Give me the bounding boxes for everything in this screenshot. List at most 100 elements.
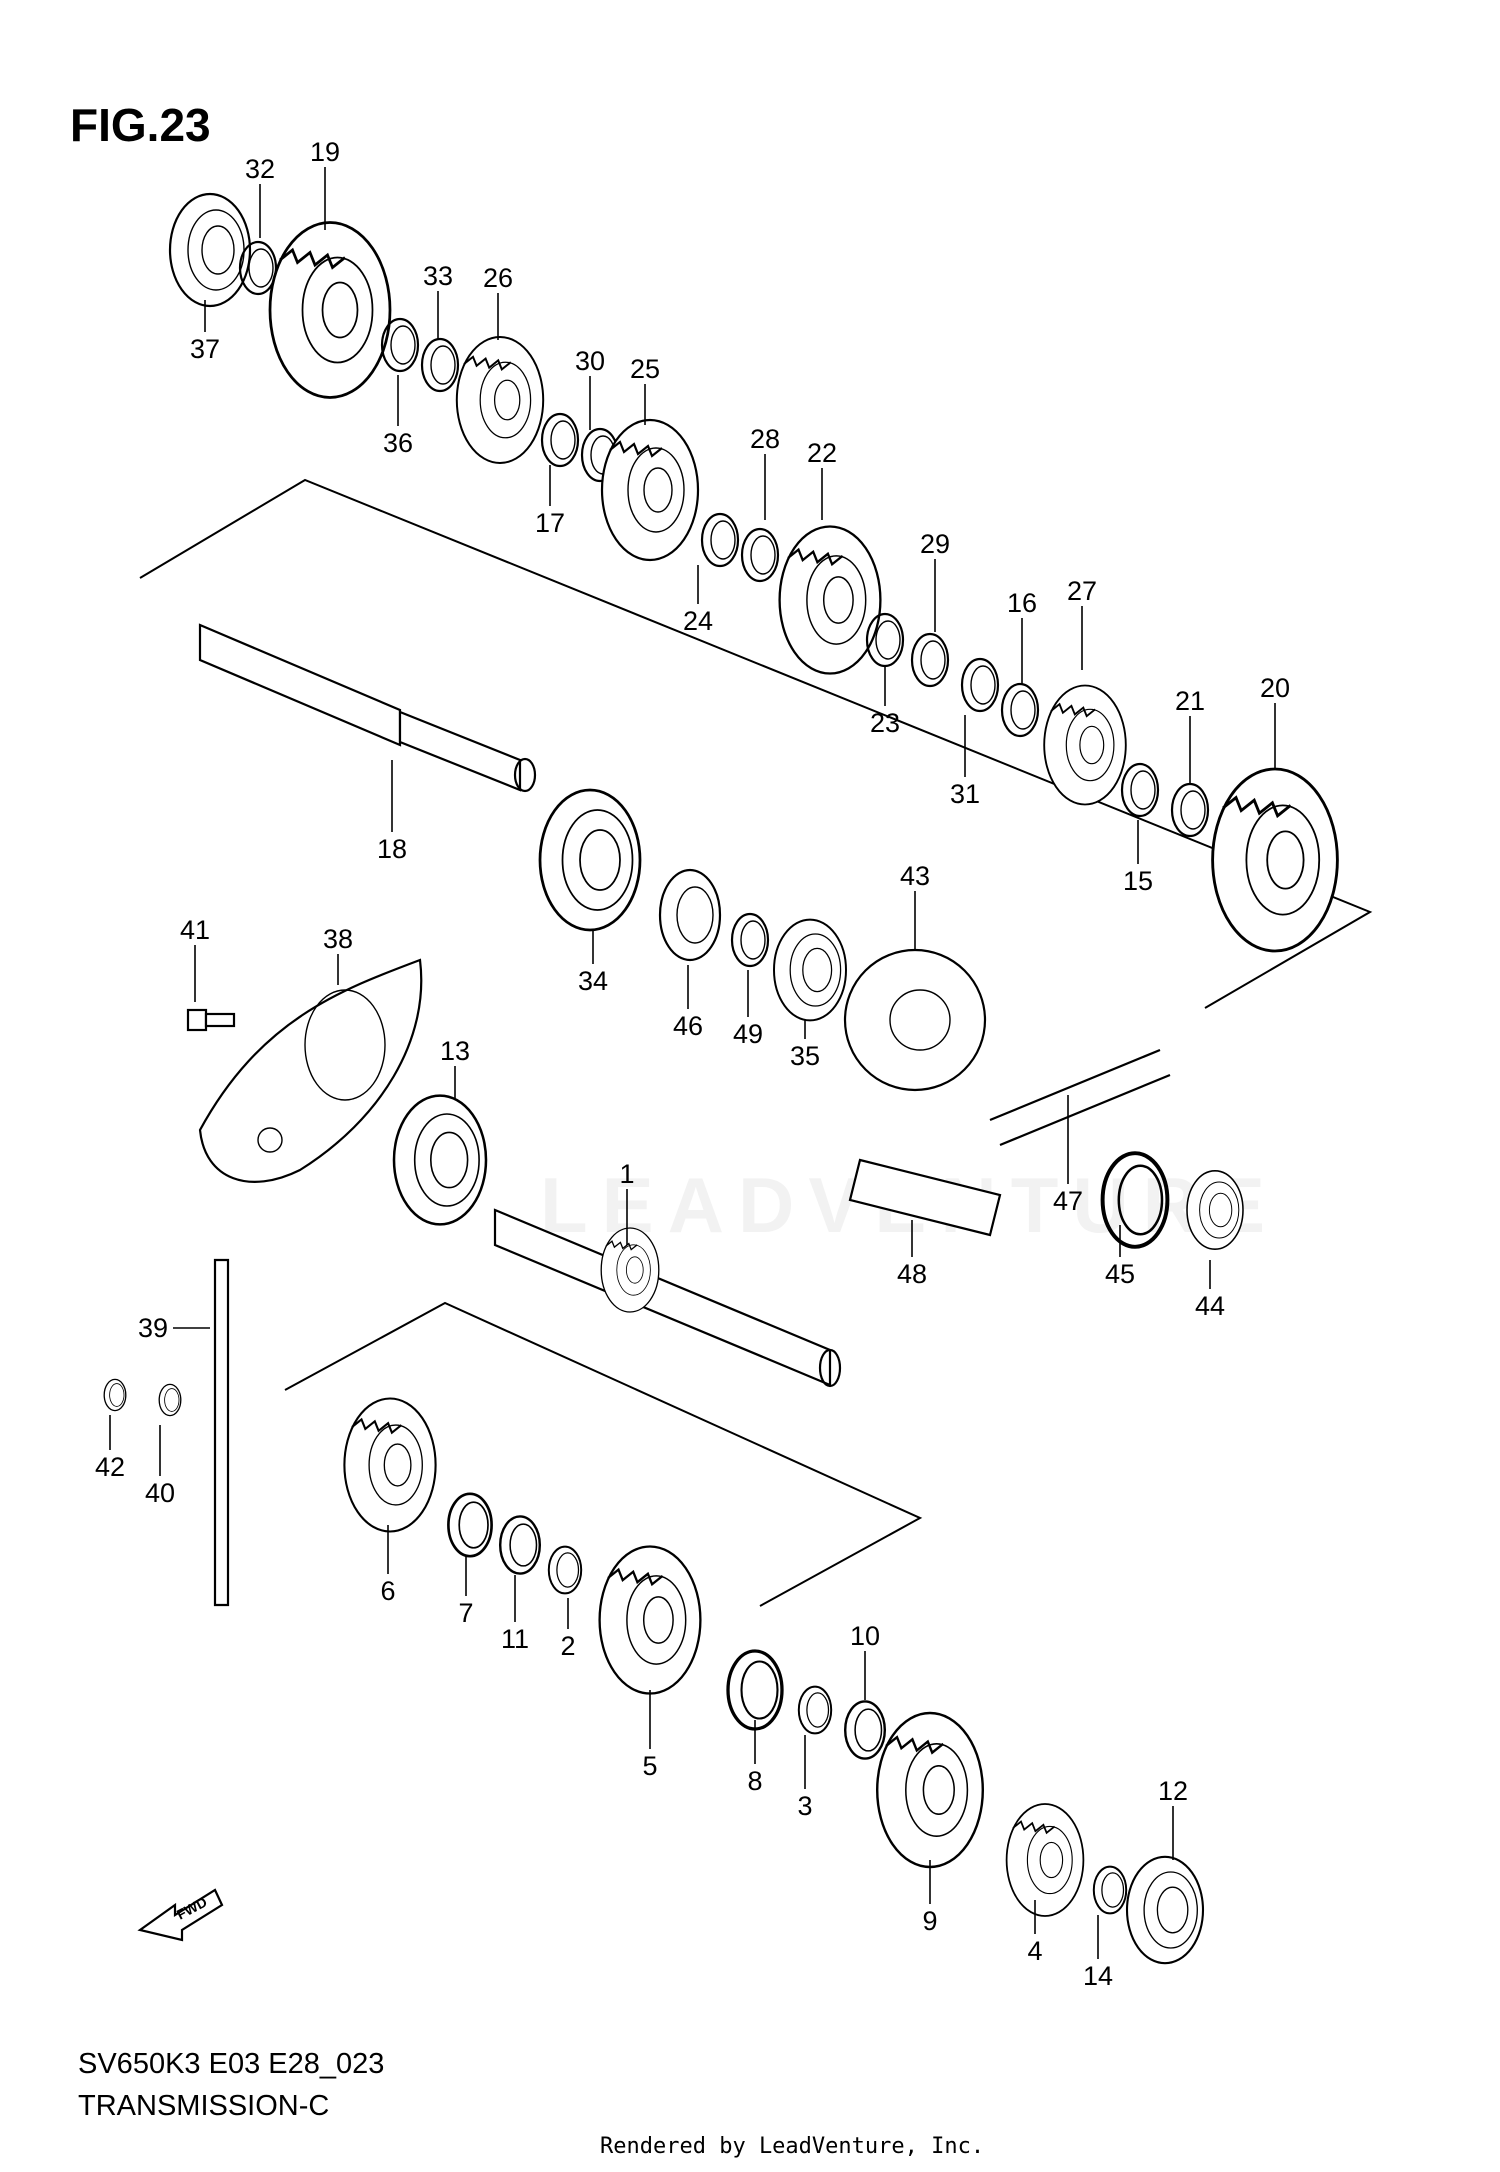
callout-11: 11 bbox=[501, 1575, 529, 1654]
callout-24: 24 bbox=[683, 565, 713, 636]
callout-9: 9 bbox=[922, 1860, 938, 1936]
callout-number-3: 3 bbox=[797, 1791, 812, 1821]
circlip-14 bbox=[1092, 1865, 1128, 1915]
callout-47: 47 bbox=[1053, 1095, 1083, 1216]
callout-19: 19 bbox=[310, 137, 340, 230]
callout-38: 38 bbox=[323, 924, 353, 985]
callout-27: 27 bbox=[1067, 576, 1097, 670]
callout-35: 35 bbox=[790, 1020, 820, 1071]
gear-6 bbox=[343, 1397, 437, 1533]
gear-20 bbox=[1211, 767, 1339, 953]
gear-26 bbox=[455, 336, 545, 464]
chain-joint-48 bbox=[848, 1158, 1002, 1237]
washer-33 bbox=[420, 337, 460, 393]
callout-number-10: 10 bbox=[850, 1621, 880, 1651]
callout-31: 31 bbox=[950, 715, 980, 809]
callout-46: 46 bbox=[673, 965, 703, 1041]
oil-seal-35 bbox=[773, 918, 847, 1022]
callout-45: 45 bbox=[1105, 1225, 1135, 1289]
bearing-34 bbox=[538, 788, 642, 932]
callout-number-8: 8 bbox=[747, 1766, 762, 1796]
callout-6: 6 bbox=[380, 1525, 396, 1606]
callout-number-9: 9 bbox=[922, 1906, 937, 1936]
bolt-42 bbox=[103, 1378, 127, 1412]
callout-number-7: 7 bbox=[458, 1598, 473, 1628]
callout-number-46: 46 bbox=[673, 1011, 703, 1041]
callout-number-15: 15 bbox=[1123, 866, 1153, 896]
upper-group-outline bbox=[139, 478, 1373, 1009]
callout-number-24: 24 bbox=[683, 606, 713, 636]
callout-number-23: 23 bbox=[870, 708, 900, 738]
needle-bearing-8 bbox=[726, 1649, 784, 1731]
callout-number-17: 17 bbox=[535, 508, 565, 538]
callout-42: 42 bbox=[95, 1415, 125, 1482]
callout-7: 7 bbox=[458, 1555, 474, 1628]
gear-27 bbox=[1043, 684, 1127, 806]
callout-number-30: 30 bbox=[575, 346, 605, 376]
circlip-17 bbox=[540, 412, 580, 468]
callout-number-19: 19 bbox=[310, 137, 340, 167]
callout-number-27: 27 bbox=[1067, 576, 1097, 606]
callout-number-16: 16 bbox=[1007, 588, 1037, 618]
callout-17: 17 bbox=[535, 465, 565, 538]
callout-10: 10 bbox=[850, 1621, 880, 1700]
callout-number-49: 49 bbox=[733, 1019, 763, 1049]
callout-49: 49 bbox=[733, 970, 763, 1049]
callout-number-40: 40 bbox=[145, 1478, 175, 1508]
callout-33: 33 bbox=[423, 261, 453, 340]
callout-number-5: 5 bbox=[642, 1751, 657, 1781]
callout-8: 8 bbox=[747, 1720, 763, 1796]
callout-13: 13 bbox=[440, 1036, 470, 1100]
callout-number-12: 12 bbox=[1158, 1776, 1188, 1806]
callout-number-25: 25 bbox=[630, 354, 660, 384]
callout-36: 36 bbox=[383, 375, 413, 458]
callout-43: 43 bbox=[900, 861, 930, 950]
callout-5: 5 bbox=[642, 1690, 658, 1781]
retainer-plate-38 bbox=[198, 958, 423, 1183]
callout-number-39: 39 bbox=[138, 1313, 168, 1343]
callout-number-14: 14 bbox=[1083, 1961, 1113, 1991]
callout-number-21: 21 bbox=[1175, 686, 1205, 716]
callout-number-6: 6 bbox=[380, 1576, 395, 1606]
washer-29 bbox=[910, 632, 950, 688]
figure-title: FIG.23 bbox=[70, 99, 211, 151]
callout-number-43: 43 bbox=[900, 861, 930, 891]
circlip-3 bbox=[797, 1685, 833, 1735]
callout-number-4: 4 bbox=[1027, 1936, 1042, 1966]
callout-number-48: 48 bbox=[897, 1259, 927, 1289]
driveshaft-18 bbox=[198, 623, 537, 793]
bolt-41 bbox=[186, 1008, 236, 1032]
callout-48: 48 bbox=[897, 1220, 927, 1289]
callout-number-31: 31 bbox=[950, 779, 980, 809]
callout-28: 28 bbox=[750, 424, 780, 520]
callout-44: 44 bbox=[1195, 1260, 1225, 1321]
callout-30: 30 bbox=[575, 346, 605, 430]
gear-5 bbox=[598, 1545, 702, 1695]
callout-number-38: 38 bbox=[323, 924, 353, 954]
callout-26: 26 bbox=[483, 263, 513, 340]
collar-44 bbox=[1186, 1170, 1244, 1250]
callout-18: 18 bbox=[377, 760, 407, 864]
collar-46 bbox=[658, 868, 722, 962]
callout-number-33: 33 bbox=[423, 261, 453, 291]
callout-number-28: 28 bbox=[750, 424, 780, 454]
model-code: SV650K3 E03 E28_023 bbox=[78, 2048, 385, 2080]
callout-23: 23 bbox=[870, 665, 900, 738]
bushing-24 bbox=[700, 512, 740, 568]
washer-11 bbox=[498, 1515, 542, 1575]
callout-25: 25 bbox=[630, 354, 660, 425]
callout-number-11: 11 bbox=[501, 1624, 529, 1654]
callout-37: 37 bbox=[190, 300, 220, 364]
callout-16: 16 bbox=[1007, 588, 1037, 685]
bushing-36 bbox=[380, 317, 420, 373]
callout-41: 41 bbox=[180, 915, 210, 1002]
callout-22: 22 bbox=[807, 438, 837, 520]
washer-10 bbox=[843, 1700, 887, 1760]
circlip-15 bbox=[1120, 762, 1160, 818]
callout-number-2: 2 bbox=[560, 1631, 575, 1661]
o-ring-49 bbox=[730, 912, 770, 968]
callout-number-29: 29 bbox=[920, 529, 950, 559]
lower-group-outline bbox=[284, 1301, 923, 1607]
chain-47 bbox=[989, 1048, 1171, 1147]
